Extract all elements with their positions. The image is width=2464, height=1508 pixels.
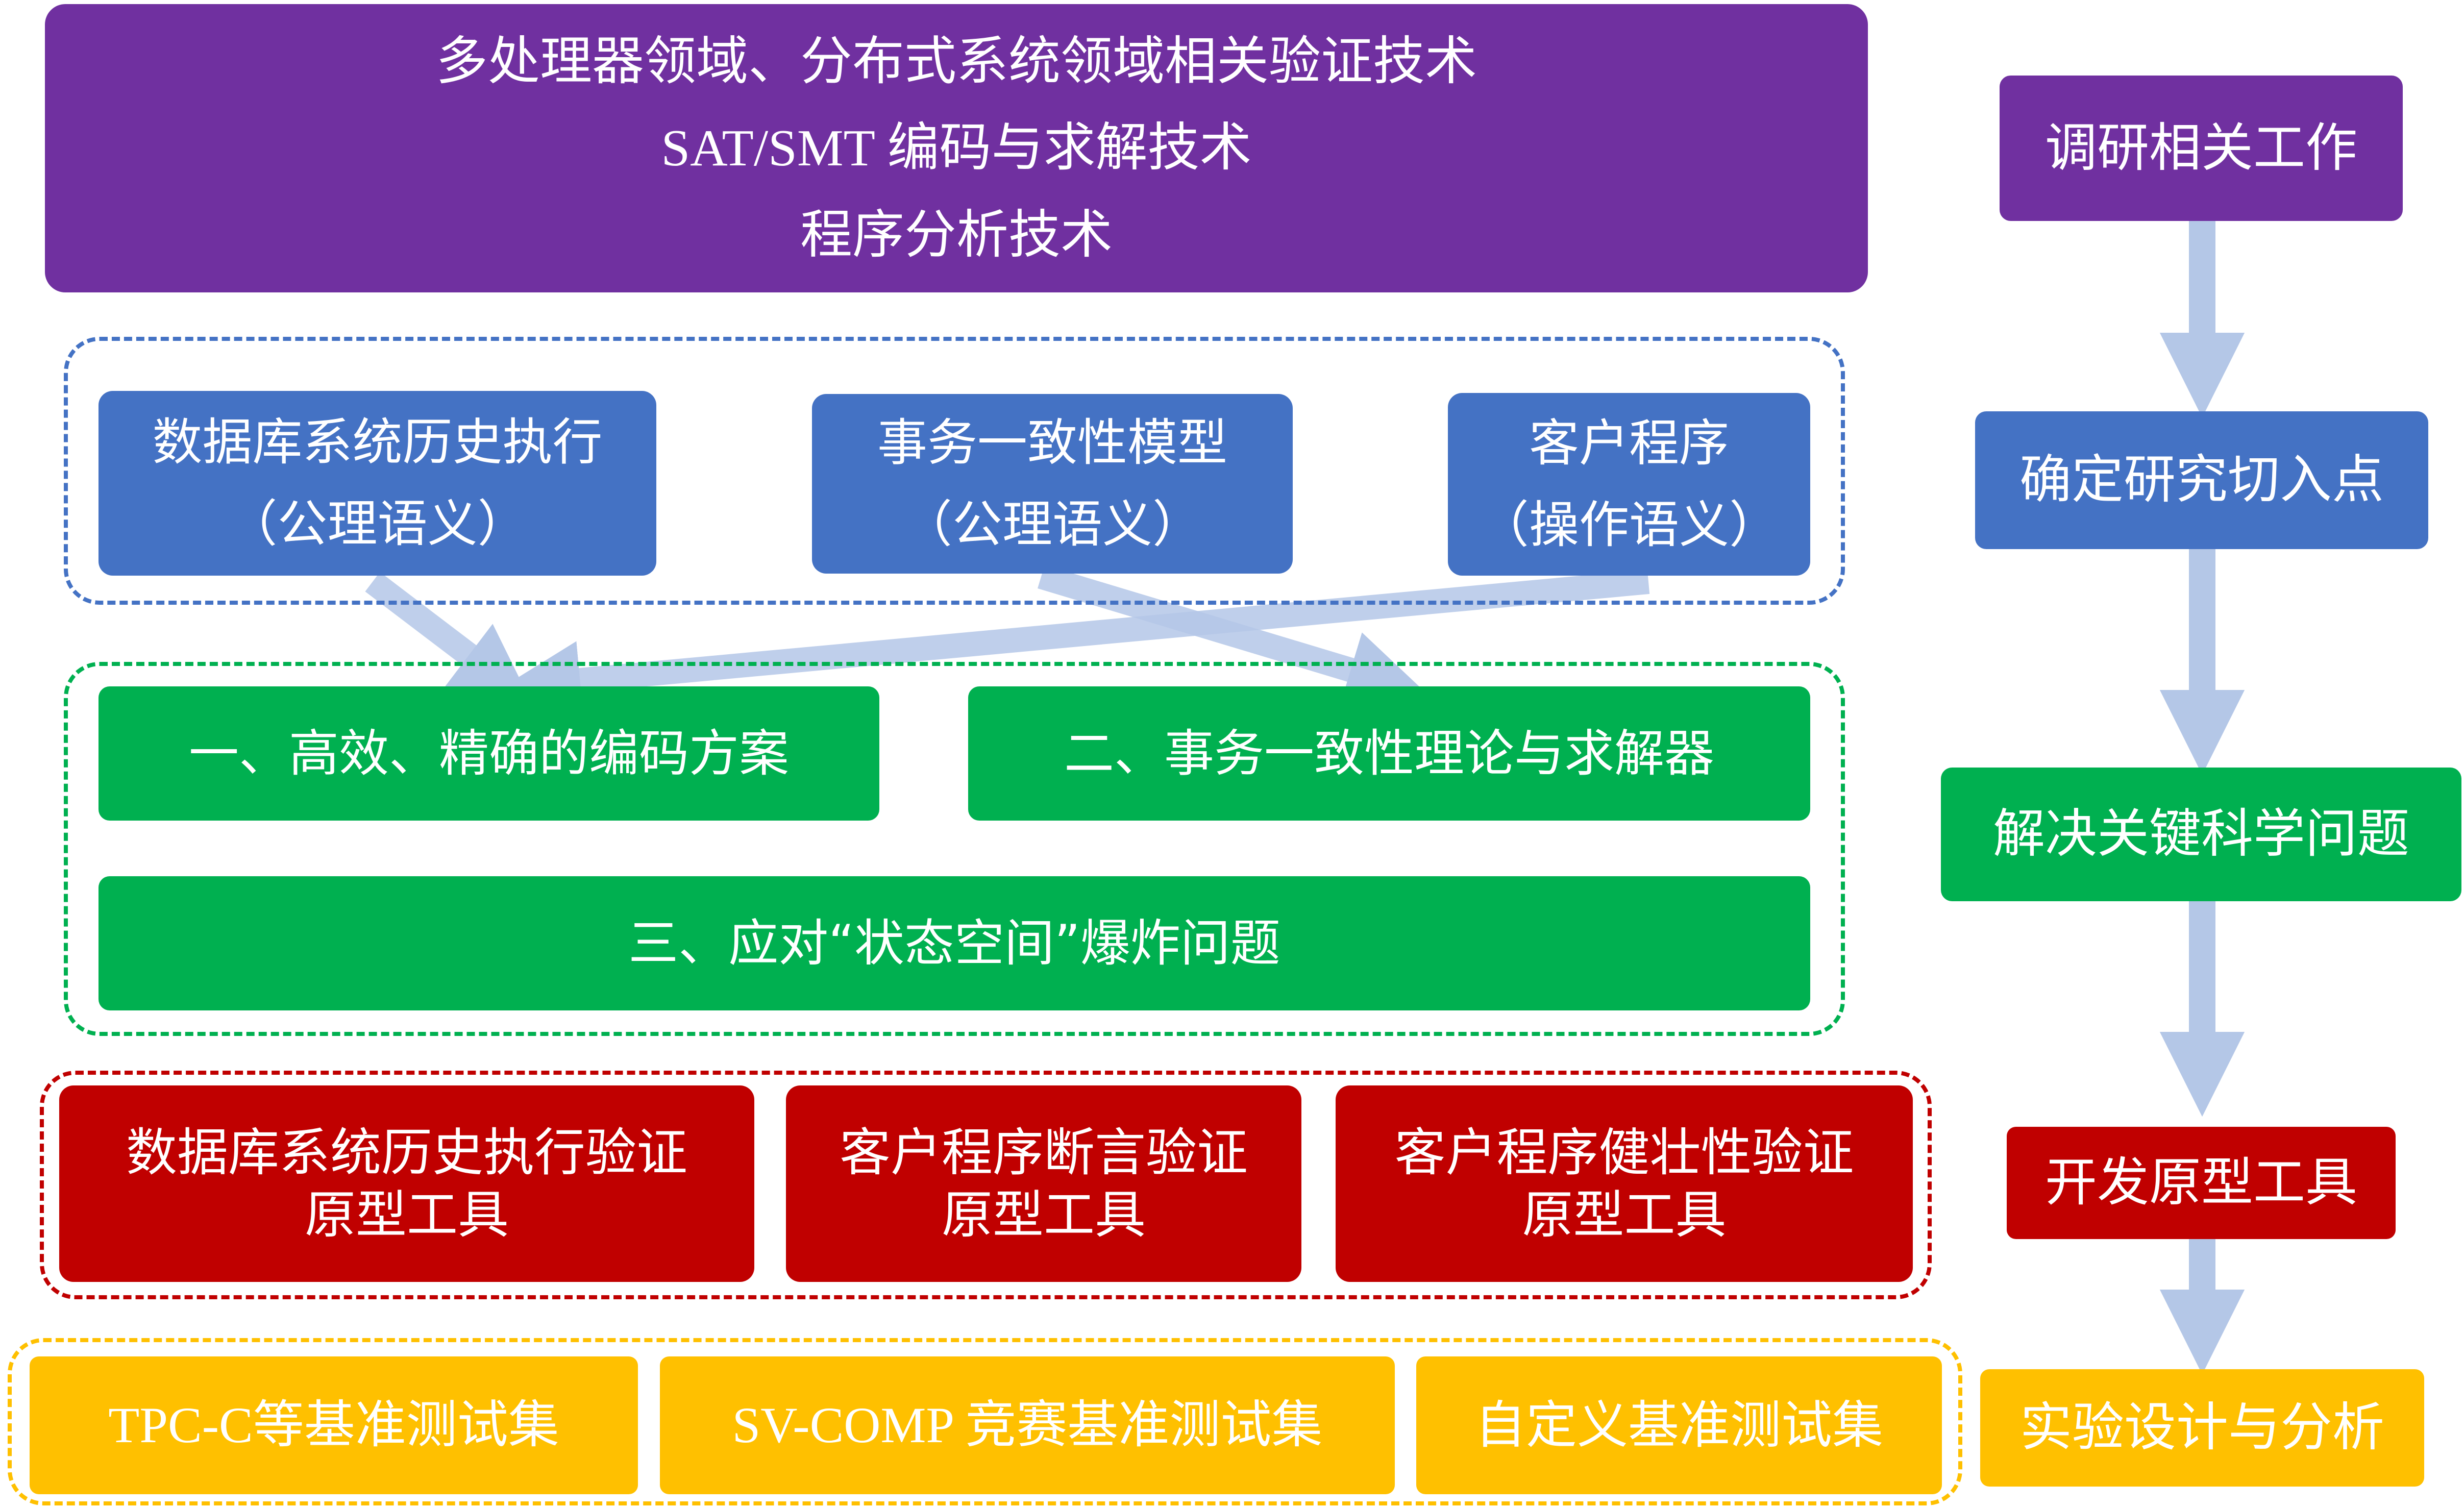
robustness-verification-tool-kind: 原型工具 [1522, 1184, 1727, 1245]
tpcc-benchmark-box: TPC-C等基准测试集 [30, 1356, 638, 1494]
state-space-box: 三、应对“状态空间”爆炸问题 [98, 876, 1810, 1010]
assertion-verification-tool-kind: 原型工具 [942, 1184, 1146, 1245]
history-verification-tool-kind: 原型工具 [305, 1184, 509, 1245]
foundation-techniques-box: 多处理器领域、分布式系统领域相关验证技术 SAT/SMT 编码与求解技术 程序分… [45, 4, 1868, 292]
client-program-kind: （操作语义） [1479, 496, 1779, 554]
robustness-verification-tool-title: 客户程序健壮性验证 [1394, 1122, 1854, 1182]
experiment-step-label: 实验设计与分析 [2020, 1397, 2384, 1458]
key-problems-group-frame [64, 662, 1845, 1036]
entry-point-step-box: 确定研究切入点 [1975, 411, 2428, 549]
survey-step-box: 调研相关工作 [2000, 76, 2403, 221]
consistency-model-kind: （公理语义） [902, 496, 1202, 554]
semantics-group-frame [64, 337, 1845, 605]
develop-tools-step-label: 开发原型工具 [2045, 1152, 2357, 1213]
svcomp-benchmark-label: SV-COMP 竞赛基准测试集 [732, 1397, 1323, 1453]
state-space-label: 三、应对“状态空间”爆炸问题 [628, 914, 1280, 973]
client-program-box: 客户程序 （操作语义） [1448, 393, 1810, 576]
tpcc-benchmark-label: TPC-C等基准测试集 [108, 1397, 559, 1453]
history-semantics-box: 数据库系统历史执行 （公理语义） [98, 391, 656, 576]
history-verification-tool-title: 数据库系统历史执行验证 [126, 1122, 687, 1182]
survey-step-label: 调研相关工作 [2045, 117, 2357, 179]
foundation-line-1: 多处理器领域、分布式系统领域相关验证技术 [436, 31, 1477, 92]
svcomp-benchmark-box: SV-COMP 竞赛基准测试集 [660, 1356, 1395, 1494]
encoding-scheme-box: 一、高效、精确的编码方案 [98, 686, 879, 821]
encoding-scheme-label: 一、高效、精确的编码方案 [188, 724, 789, 783]
history-semantics-title: 数据库系统历史执行 [152, 413, 603, 472]
custom-benchmark-box: 自定义基准测试集 [1416, 1356, 1942, 1494]
foundation-line-2: SAT/SMT 编码与求解技术 [661, 119, 1252, 177]
prototype-tools-group-frame [40, 1071, 1932, 1299]
benchmarks-group-frame [8, 1338, 1962, 1505]
entry-point-step-label: 确定研究切入点 [2019, 450, 2384, 510]
experiment-step-box: 实验设计与分析 [1980, 1369, 2424, 1487]
consistency-theory-box: 二、事务一致性理论与求解器 [968, 686, 1810, 821]
develop-tools-step-box: 开发原型工具 [2007, 1127, 2396, 1239]
solve-problems-step-box: 解决关键科学问题 [1941, 768, 2461, 901]
assertion-verification-tool-box: 客户程序断言验证 原型工具 [786, 1085, 1301, 1282]
custom-benchmark-label: 自定义基准测试集 [1475, 1395, 1883, 1455]
consistency-theory-label: 二、事务一致性理论与求解器 [1064, 724, 1714, 783]
robustness-verification-tool-box: 客户程序健壮性验证 原型工具 [1336, 1085, 1913, 1282]
history-verification-tool-box: 数据库系统历史执行验证 原型工具 [59, 1085, 754, 1282]
solve-problems-step-label: 解决关键科学问题 [1993, 804, 2409, 864]
history-semantics-kind: （公理语义） [227, 495, 528, 553]
consistency-model-title: 事务一致性模型 [877, 414, 1227, 472]
foundation-line-3: 程序分析技术 [800, 204, 1113, 265]
client-program-title: 客户程序 [1529, 414, 1729, 473]
consistency-model-box: 事务一致性模型 （公理语义） [812, 394, 1293, 574]
assertion-verification-tool-title: 客户程序断言验证 [840, 1122, 1248, 1182]
